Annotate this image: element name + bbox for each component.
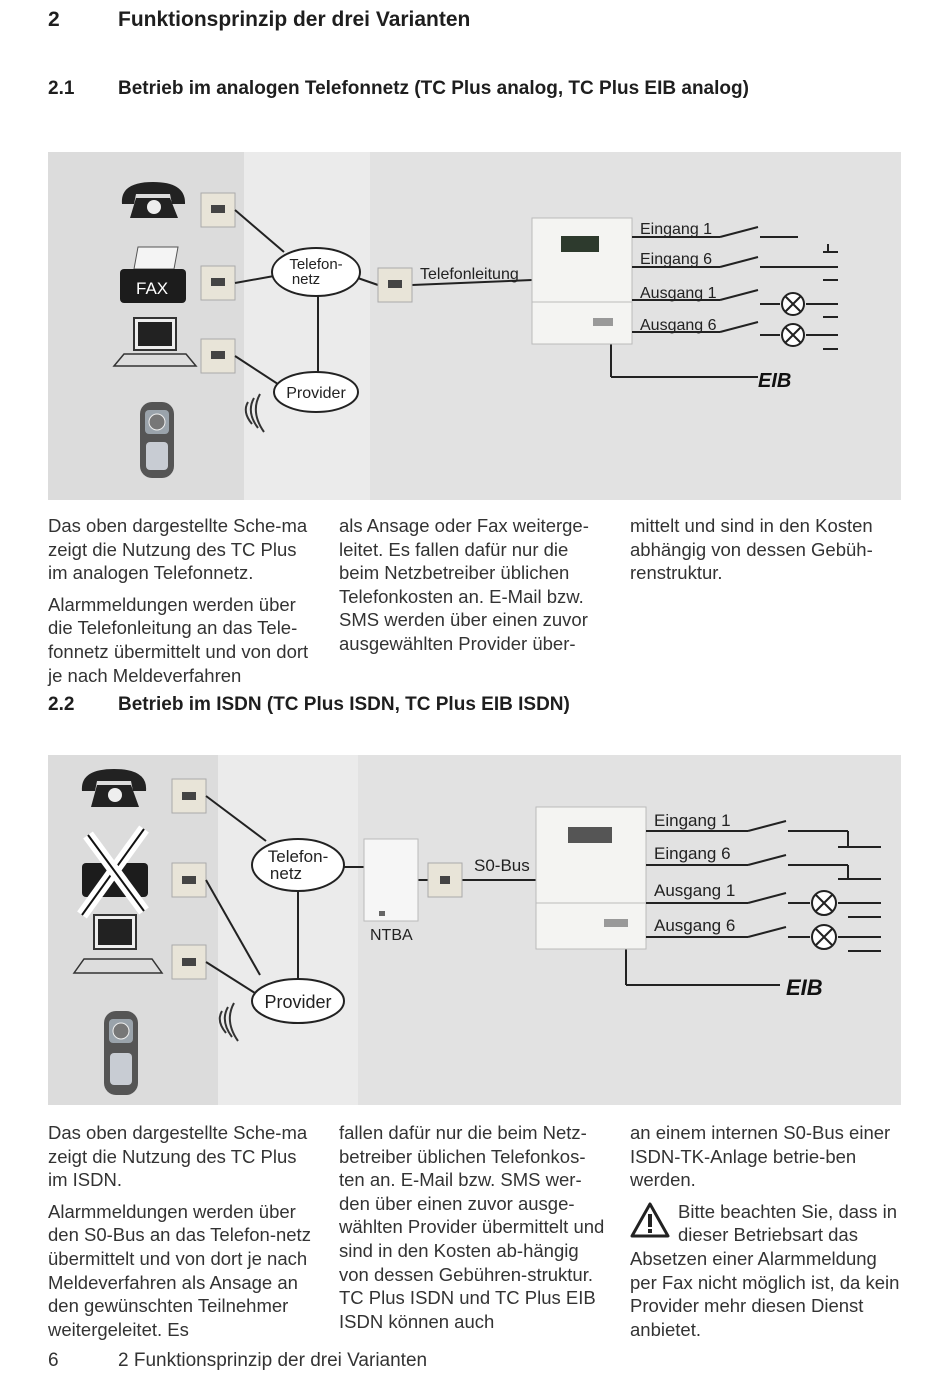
figure-isdn-network: Telefon- netz Provider NTBA S0-Bus [48, 755, 901, 1105]
svg-text:Eingang 6: Eingang 6 [654, 844, 731, 863]
wireless-signal-icon [218, 1002, 239, 1042]
computer-icon [112, 317, 198, 367]
chapter-title: Funktionsprinzip der drei Varianten [118, 8, 471, 31]
tc-plus-device [531, 217, 633, 345]
svg-text:Telefon-: Telefon- [289, 256, 342, 273]
page-number: 6 [48, 1350, 59, 1371]
svg-text:Eingang 1: Eingang 1 [654, 811, 731, 830]
text-column-3: mittelt und sind in den Kosten abhängig … [630, 515, 873, 584]
ntba-device [363, 838, 419, 922]
s0-bus-label: S0-Bus [474, 856, 530, 875]
warning-note: Bitte beachten Sie, dass in dieser Betri… [630, 1200, 900, 1340]
section-number: 2.2 [48, 694, 75, 715]
wall-socket-icon [171, 778, 207, 814]
svg-text:Ausgang 1: Ausgang 1 [654, 881, 735, 900]
ntba-label: NTBA [370, 927, 413, 944]
svg-text:Ausgang 1: Ausgang 1 [640, 285, 717, 302]
wall-socket-icon [200, 338, 236, 374]
cloud-telefonnetz: Telefon- netz [251, 838, 345, 892]
figure-analog-network: FAX [48, 152, 901, 500]
svg-text:Eingang 6: Eingang 6 [640, 251, 712, 268]
chapter-heading: 2 Funktionsprinzip der drei Varianten [48, 8, 470, 32]
fax-label: FAX [136, 279, 168, 298]
warning-triangle-icon [630, 1202, 670, 1238]
wall-socket-icon [427, 862, 463, 898]
wireless-signal-icon [244, 393, 265, 433]
fax-icon: FAX [120, 246, 186, 303]
text-column-2: als Ansage oder Fax weiterge-leitet. Es … [339, 515, 589, 654]
computer-icon [72, 914, 164, 974]
svg-text:Eingang 1: Eingang 1 [640, 221, 712, 238]
svg-text:Telefon-: Telefon- [268, 847, 328, 866]
wall-socket-icon [200, 265, 236, 301]
section-heading-2-2: 2.2 Betrieb im ISDN (TC Plus ISDN, TC Plu… [48, 694, 570, 716]
svg-text:netz: netz [270, 864, 302, 883]
text-column-3: an einem internen S0-Bus einer ISDN-TK-A… [630, 1121, 902, 1349]
tc-plus-device [535, 806, 647, 950]
lamp-icon [781, 292, 805, 316]
telephone-icon [81, 769, 147, 807]
mobile-phone-icon [140, 402, 174, 478]
eib-logo: EIB [758, 370, 791, 392]
wall-socket-icon [171, 862, 207, 898]
mobile-phone-icon [104, 1011, 138, 1095]
wall-socket-icon [171, 944, 207, 980]
svg-text:netz: netz [292, 271, 320, 288]
svg-text:Provider: Provider [286, 385, 346, 402]
svg-text:Ausgang 6: Ausgang 6 [654, 916, 735, 935]
chapter-number: 2 [48, 8, 60, 31]
section-number: 2.1 [48, 78, 75, 99]
section-title: Betrieb im analogen Telefonnetz (TC Plus… [118, 78, 749, 99]
section-heading-2-1: 2.1 Betrieb im analogen Telefonnetz (TC P… [48, 78, 749, 100]
lamp-icon [811, 890, 837, 916]
fax-icon-crossed [77, 825, 149, 919]
line-label: Telefonleitung [420, 266, 519, 283]
lamp-icon [781, 323, 805, 347]
text-column-1: Das oben dargestellte Sche-ma zeigt die … [48, 515, 309, 686]
cloud-telefonnetz: Telefon- netz [271, 247, 361, 297]
wall-socket-icon [377, 267, 413, 303]
section-title: Betrieb im ISDN (TC Plus ISDN, TC Plus E… [118, 694, 570, 715]
svg-text:Provider: Provider [264, 992, 331, 1012]
footer-title: 2 Funktionsprinzip der drei Varianten [118, 1350, 428, 1371]
svg-text:Ausgang 6: Ausgang 6 [640, 317, 717, 334]
telephone-icon [121, 182, 186, 218]
cloud-provider: Provider [251, 978, 345, 1024]
text-column-1: Das oben dargestellte Sche-ma zeigt die … [48, 1122, 311, 1340]
eib-logo: EIB [786, 975, 823, 1000]
cloud-provider: Provider [273, 371, 359, 413]
page-footer: 6 2 Funktionsprinzip der drei Varianten [48, 1350, 427, 1372]
text-column-2: fallen dafür nur die beim Netz-betreiber… [339, 1122, 605, 1332]
wall-socket-icon [200, 192, 236, 228]
lamp-icon [811, 924, 837, 950]
